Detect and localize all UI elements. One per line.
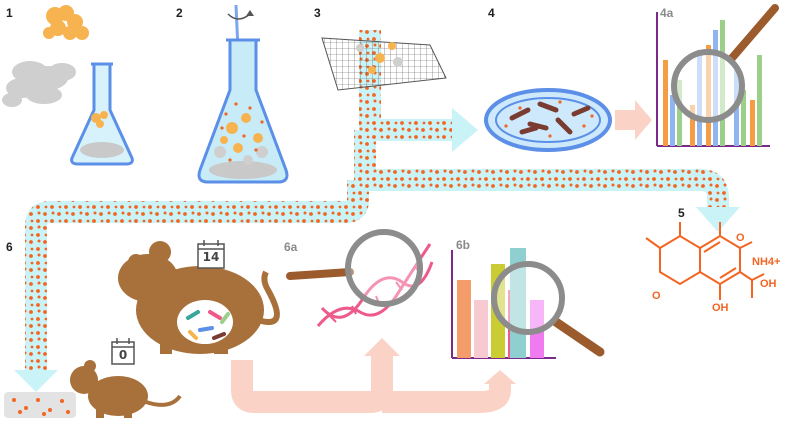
chem-ring-o: O: [652, 290, 661, 302]
sample-dots: [12, 398, 70, 416]
step-label-5: 5: [678, 206, 685, 220]
chem-nh4: NH4+: [752, 256, 781, 268]
chemical-structure-icon: [645, 222, 765, 300]
step-label-6a: 6a: [284, 240, 298, 254]
chem-oh-right: OH: [760, 278, 777, 290]
step-label-3: 3: [314, 6, 321, 20]
rodent-small-icon: [70, 360, 182, 418]
step-label-6: 6: [6, 240, 13, 254]
magnifier-lens-6a: [345, 229, 423, 307]
gut-microbes: [186, 310, 230, 340]
calendar-day0-text: 0: [118, 348, 128, 362]
calendar-icon-day0: [111, 338, 135, 365]
petri-dish-icon: [484, 88, 612, 152]
rodent-large-icon: [118, 241, 280, 354]
step1-ingredients: [2, 5, 89, 107]
flask-icon: [70, 62, 134, 166]
arrows-to-6a-6b: [231, 356, 511, 413]
magnifier-icon-4a: [671, 4, 779, 123]
magnifier-icon-6a: [286, 268, 354, 280]
step-label-4: 4: [488, 6, 495, 20]
step-label-1: 1: [6, 6, 13, 20]
arrow-head-6b: [484, 370, 516, 384]
step-label-2: 2: [176, 6, 183, 20]
arrow-to-4a: [615, 100, 652, 140]
fecal-sample-tray: [4, 392, 76, 418]
chem-oh-bottom: OH: [712, 302, 729, 314]
step-label-6b: 6b: [456, 238, 471, 252]
sieve-grid-icon: [321, 37, 447, 91]
magnifier-icon-6b: [491, 261, 605, 357]
step-label-4a: 4a: [660, 6, 674, 20]
calendar-day14-text: 14: [202, 250, 220, 264]
arrow-head-6a: [364, 338, 400, 356]
rotating-flask-icon: [197, 4, 289, 184]
chem-oxo: O: [736, 232, 745, 244]
calendar-icon-day14: [197, 240, 225, 269]
